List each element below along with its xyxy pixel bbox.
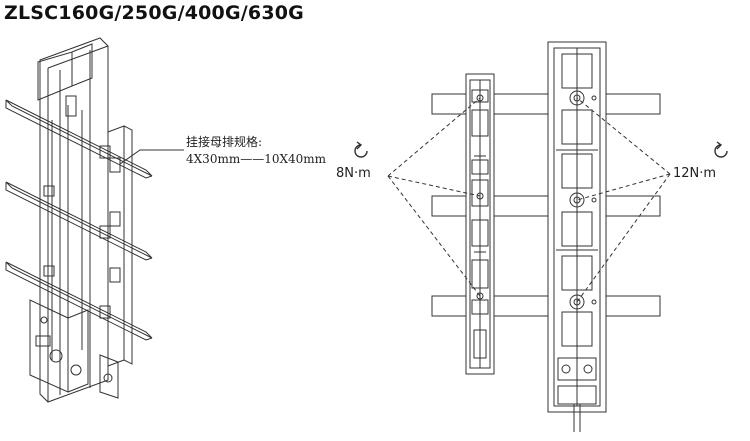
torque-leaders bbox=[387, 97, 671, 303]
rotation-arrow-icon bbox=[354, 141, 368, 158]
spec-leader-line bbox=[119, 149, 184, 165]
front-view-narrow bbox=[431, 73, 661, 375]
busbar-spec-range: 4X30mm——10X40mm bbox=[186, 152, 327, 166]
isometric-assembly bbox=[5, 37, 153, 403]
busbar-spec-label: 挂接母排规格: 4X30mm——10X40mm bbox=[186, 134, 326, 168]
product-title: ZLSC160G/250G/400G/630G bbox=[4, 2, 304, 24]
torque-label-right: 12N·m bbox=[673, 166, 717, 181]
busbar-spec-title: 挂接母排规格: bbox=[186, 135, 263, 149]
front-view-wide bbox=[547, 41, 607, 432]
torque-label-left: 8N·m bbox=[336, 166, 371, 181]
rotation-arrow-icon bbox=[714, 141, 728, 158]
